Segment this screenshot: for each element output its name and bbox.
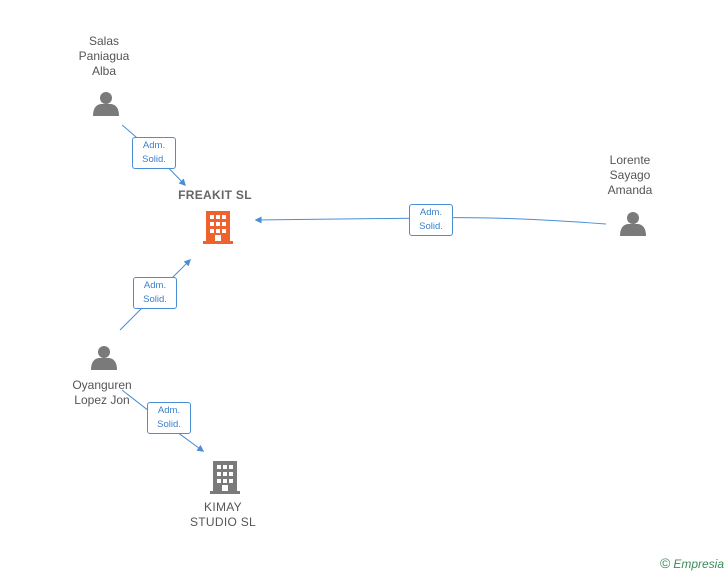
edge-label-salas-freakit: Adm. Solid. [132,137,176,169]
building-icon[interactable] [203,211,233,244]
edge-label-line: Solid. [419,221,443,232]
edge-label-line: Adm. [419,207,443,218]
name-line: KIMAY [204,500,242,514]
name-line: Salas [88,34,120,48]
company-name-freakit[interactable]: FREAKIT SL [165,188,265,203]
person-icon[interactable] [93,92,119,116]
name-line: Sayago [609,168,651,182]
name-line: Oyanguren [72,378,132,392]
copyright-notice: ©Empresia [660,555,724,571]
edge-label-line: Adm. [157,405,181,416]
name-line: Paniagua [78,49,130,63]
edge-label-line: Solid. [143,294,167,305]
person-icon[interactable] [620,212,646,236]
person-name-salas[interactable]: Salas Paniagua Alba [64,34,144,79]
edge-label-line: Adm. [142,140,166,151]
person-name-oyanguren[interactable]: Oyanguren Lopez Jon [56,378,148,408]
edge-label-lorente-freakit: Adm. Solid. [409,204,453,236]
edge-label-line: Solid. [142,154,166,165]
building-icon[interactable] [210,461,240,494]
name-line: Lorente [609,153,651,167]
name-line: Lopez Jon [74,393,130,407]
name-line: STUDIO SL [189,515,257,529]
edge-label-oyanguren-freakit: Adm. Solid. [133,277,177,309]
name-line: FREAKIT SL [178,188,252,202]
name-line: Amanda [607,183,653,197]
person-icon[interactable] [91,346,117,370]
edge-label-oyanguren-kimay: Adm. Solid. [147,402,191,434]
company-name-kimay[interactable]: KIMAY STUDIO SL [175,500,271,530]
copyright-symbol: © [659,555,671,571]
edge-label-line: Adm. [143,280,167,291]
brand-logo: Empresia [673,557,724,571]
edge-label-line: Solid. [157,419,181,430]
name-line: Alba [91,64,117,78]
person-name-lorente[interactable]: Lorente Sayago Amanda [590,153,670,198]
